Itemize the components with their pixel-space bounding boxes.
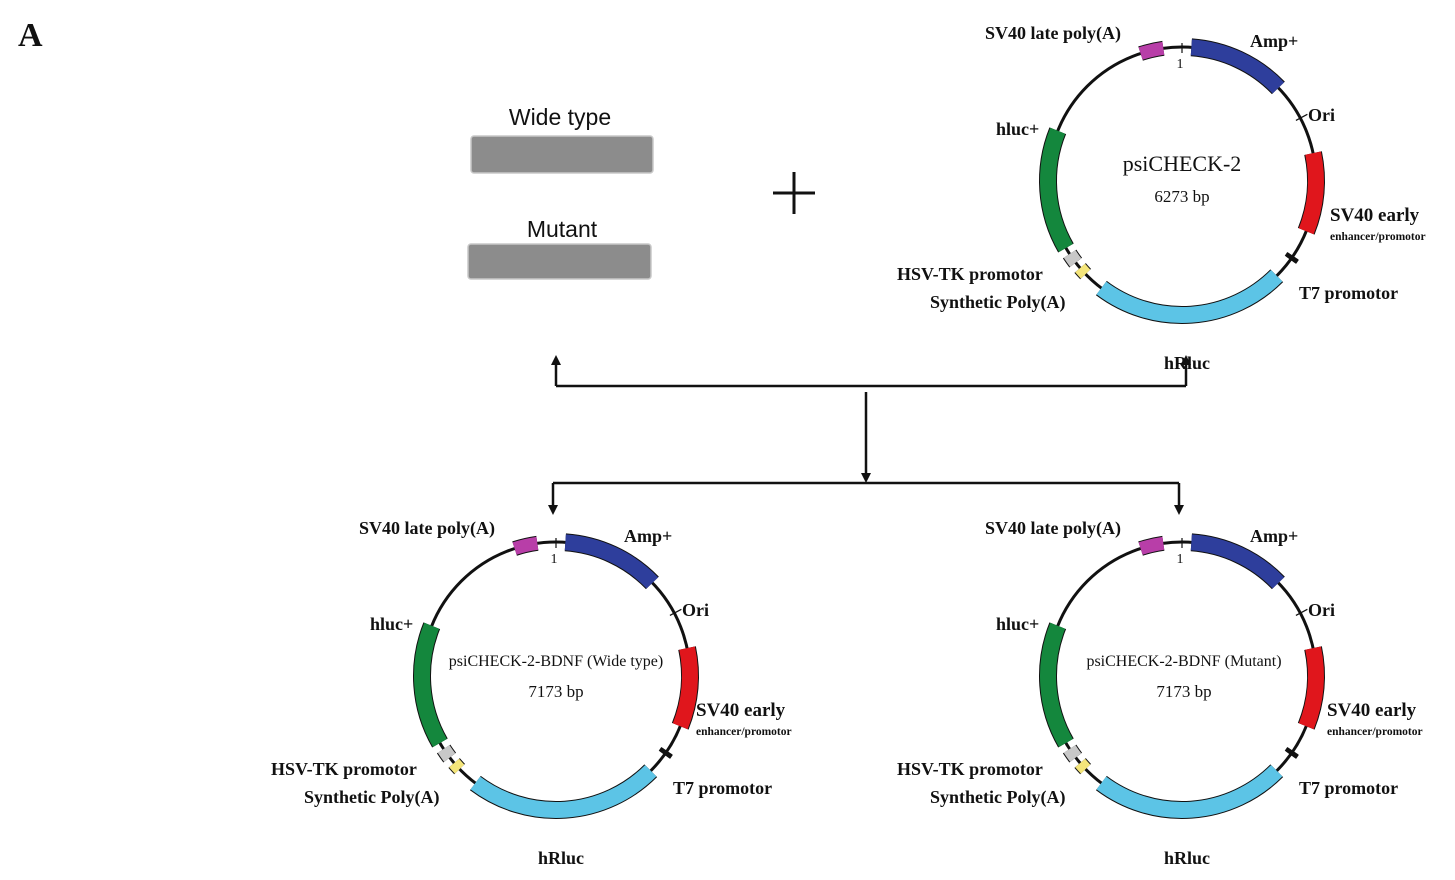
t7-feature — [1285, 747, 1299, 759]
amp-feature — [564, 534, 659, 589]
synthetic-polya-feature — [1075, 263, 1091, 279]
plus-icon — [773, 172, 815, 214]
plasmid-size: 7173 bp — [1156, 682, 1211, 701]
sv40-early-label: SV40 early — [696, 700, 786, 721]
wild-type-insert: Wide type — [470, 104, 654, 174]
plasmid-name: psiCHECK-2-BDNF (Mutant) — [1086, 653, 1281, 670]
sv40-early-feature — [1298, 151, 1324, 235]
sv40-early-sub-label: enhancer/promotor — [1330, 231, 1426, 243]
t7-label: T7 promotor — [1299, 778, 1398, 798]
sv40-early-sub-label: enhancer/promotor — [696, 726, 792, 738]
synthetic-polya-feature — [449, 758, 465, 774]
mutant-insert: Mutant — [467, 216, 652, 280]
plasmid-bdnf-wild-type: 1 psiCHECK-2-BDNF (Wide type) 7173 bp SV40 … — [271, 518, 792, 868]
ori-tick — [1295, 608, 1308, 616]
sv40-early-feature — [1298, 646, 1324, 730]
amp-feature — [1190, 39, 1285, 94]
t7-feature — [1285, 252, 1299, 264]
amp-label: Amp+ — [1250, 526, 1298, 546]
sv40-early-sub-label: enhancer/promotor — [1327, 726, 1423, 738]
flow-arrows — [548, 355, 1191, 515]
t7-label: T7 promotor — [1299, 283, 1398, 303]
hluc-label: hluc+ — [370, 614, 413, 634]
hrluc-feature — [1096, 765, 1283, 818]
hrluc-feature — [470, 765, 657, 818]
origin-number: 1 — [551, 552, 558, 567]
sv40-early-label: SV40 early — [1327, 700, 1417, 721]
amp-label: Amp+ — [624, 526, 672, 546]
hsv-tk-feature — [1063, 745, 1082, 762]
sv40-late-feature — [1138, 41, 1165, 60]
hsv-tk-feature — [437, 745, 456, 762]
ori-label: Ori — [1308, 600, 1335, 620]
ori-label: Ori — [1308, 105, 1335, 125]
hluc-feature — [1040, 127, 1073, 252]
hsv-tk-label: HSV-TK promotor — [897, 759, 1043, 779]
plasmid-size: 6273 bp — [1154, 187, 1209, 206]
hluc-feature — [414, 622, 447, 747]
plasmid-size: 7173 bp — [528, 682, 583, 701]
ori-label: Ori — [682, 600, 709, 620]
hluc-feature — [1040, 622, 1073, 747]
hrluc-feature — [1096, 270, 1283, 323]
hluc-label: hluc+ — [996, 614, 1039, 634]
sv40-late-feature — [1138, 536, 1165, 555]
wild-type-label: Wide type — [509, 104, 611, 130]
ori-tick — [1295, 113, 1308, 121]
hsv-tk-feature — [1063, 250, 1082, 267]
origin-number: 1 — [1177, 552, 1184, 567]
hsv-tk-label: HSV-TK promotor — [271, 759, 417, 779]
plasmid-name: psiCHECK-2 — [1123, 151, 1242, 176]
t7-label: T7 promotor — [673, 778, 772, 798]
ori-tick — [669, 608, 682, 616]
sv40-late-label: SV40 late poly(A) — [985, 518, 1121, 539]
synthetic-polya-label: Synthetic Poly(A) — [930, 787, 1065, 808]
hrluc-label: hRluc — [1164, 353, 1210, 373]
plasmid-name: psiCHECK-2-BDNF (Wide type) — [449, 653, 663, 670]
mutant-bar — [467, 243, 652, 280]
sv40-early-feature — [672, 646, 698, 730]
sv40-late-label: SV40 late poly(A) — [985, 23, 1121, 44]
synthetic-polya-label: Synthetic Poly(A) — [304, 787, 439, 808]
sv40-late-label: SV40 late poly(A) — [359, 518, 495, 539]
synthetic-polya-feature — [1075, 758, 1091, 774]
sv40-early-label: SV40 early — [1330, 205, 1420, 226]
plasmid-psicheck-2: 1 psiCHECK-2 6273 bp SV40 late poly(A) Amp+ O… — [897, 23, 1426, 373]
plasmid-bdnf-mutant: 1 psiCHECK-2-BDNF (Mutant) 7173 bp SV40 lat… — [897, 518, 1423, 868]
t7-feature — [659, 747, 673, 759]
origin-number: 1 — [1177, 57, 1184, 72]
hrluc-label: hRluc — [538, 848, 584, 868]
synthetic-polya-label: Synthetic Poly(A) — [930, 292, 1065, 313]
mutant-label: Mutant — [527, 216, 598, 242]
hsv-tk-label: HSV-TK promotor — [897, 264, 1043, 284]
panel-label: A — [18, 17, 43, 54]
amp-feature — [1190, 534, 1285, 589]
amp-label: Amp+ — [1250, 31, 1298, 51]
hrluc-label: hRluc — [1164, 848, 1210, 868]
hluc-label: hluc+ — [996, 119, 1039, 139]
wild-type-bar — [470, 135, 654, 174]
sv40-late-feature — [512, 536, 539, 555]
